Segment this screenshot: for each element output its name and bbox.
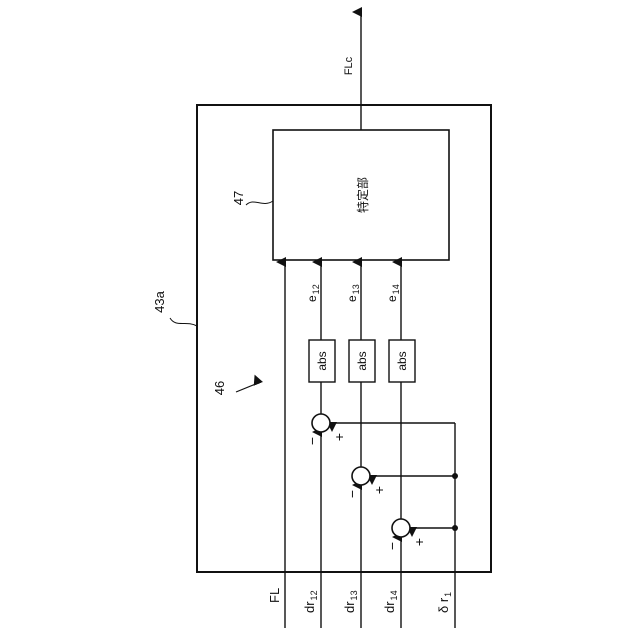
plus-sign-3: + bbox=[411, 538, 427, 546]
minus-sign-1: − bbox=[304, 437, 320, 445]
summing-junction-2 bbox=[352, 467, 370, 485]
abs-label-2: abs bbox=[355, 351, 369, 370]
outer-block bbox=[197, 105, 491, 572]
minus-sign-2: − bbox=[344, 490, 360, 498]
abs-label-1: abs bbox=[315, 351, 329, 370]
dr12-input-label: dr12 bbox=[302, 590, 319, 613]
delta-r1-input-label: δ r1 bbox=[436, 592, 453, 613]
plus-sign-2: + bbox=[371, 486, 387, 494]
group-ref-arrow bbox=[236, 383, 258, 392]
identify-ref-leader bbox=[246, 201, 273, 205]
plus-sign-1: + bbox=[331, 433, 347, 441]
junction-dot-2 bbox=[452, 525, 458, 531]
outer-block-ref: 43a bbox=[152, 290, 167, 312]
abs-label-3: abs bbox=[395, 351, 409, 370]
minus-sign-3: − bbox=[384, 542, 400, 550]
identify-ref: 47 bbox=[231, 191, 246, 205]
outer-block-ref-leader bbox=[170, 318, 197, 326]
summing-junction-1 bbox=[312, 414, 330, 432]
summing-junction-3 bbox=[392, 519, 410, 537]
e12-label: e12 bbox=[305, 284, 321, 302]
dr14-input-label: dr14 bbox=[382, 590, 399, 613]
dr13-input-label: dr13 bbox=[342, 590, 359, 613]
output-label: FLc bbox=[343, 56, 355, 75]
e14-label: e14 bbox=[385, 284, 401, 302]
identify-block-label: 特定部 bbox=[355, 177, 370, 213]
group-ref: 46 bbox=[212, 381, 227, 395]
fl-input-label: FL bbox=[267, 588, 282, 603]
e13-label: e13 bbox=[345, 284, 361, 302]
junction-dot-1 bbox=[452, 473, 458, 479]
